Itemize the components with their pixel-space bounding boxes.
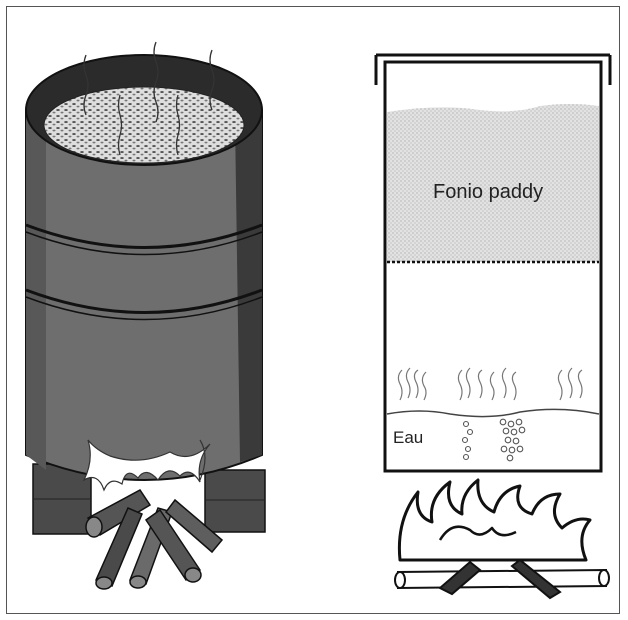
water-surface (387, 409, 599, 416)
barrel-scene (26, 42, 265, 589)
paddy-label: Fonio paddy (433, 181, 543, 204)
bubbles-icon (463, 419, 525, 461)
steam-icon (398, 368, 582, 400)
fire-icon (399, 480, 590, 560)
cross-section (376, 55, 610, 598)
barrel-icon (26, 55, 262, 480)
water-label: Eau (393, 428, 423, 448)
firewood-icon (395, 560, 609, 598)
firewood-icon (86, 490, 222, 589)
